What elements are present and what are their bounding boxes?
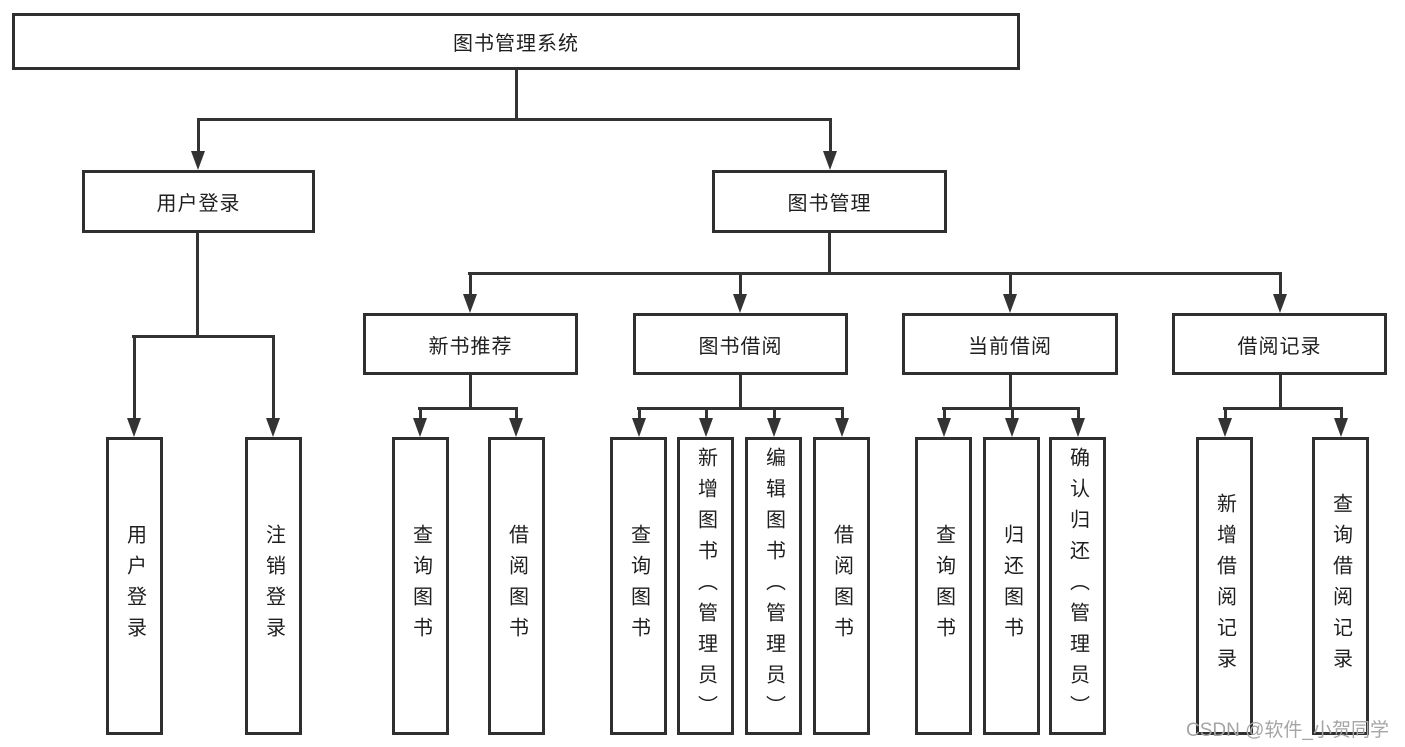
connector-line	[638, 407, 641, 419]
arrowhead-icon	[733, 294, 747, 313]
connector-line	[1279, 375, 1282, 410]
connector-line	[829, 118, 832, 152]
connector-line	[1011, 407, 1014, 419]
connector-line	[196, 233, 199, 338]
connector-line	[468, 272, 1282, 275]
leaf-edit-book-admin: 编辑图书（管理员）	[745, 437, 802, 735]
arrowhead-icon	[1273, 294, 1287, 313]
connector-line	[469, 272, 472, 296]
connector-line	[1340, 407, 1343, 419]
leaf-logout: 注销登录	[245, 437, 302, 735]
connector-line	[515, 70, 518, 121]
arrowhead-icon	[835, 418, 849, 437]
node-library-management-system: 图书管理系统	[12, 13, 1020, 70]
arrowhead-icon	[1071, 418, 1085, 437]
leaf-query-books-recommend: 查询图书	[392, 437, 449, 735]
connector-line	[197, 118, 832, 121]
leaf-query-borrow-record: 查询借阅记录	[1312, 437, 1369, 735]
arrowhead-icon	[699, 418, 713, 437]
connector-line	[739, 272, 742, 296]
node-book-management: 图书管理	[712, 170, 947, 233]
leaf-user-login: 用户登录	[106, 437, 163, 735]
arrowhead-icon	[823, 151, 837, 170]
arrowhead-icon	[509, 418, 523, 437]
node-new-book-recommendation: 新书推荐	[363, 313, 578, 375]
connector-line	[418, 407, 518, 410]
connector-line	[705, 407, 708, 419]
connector-line	[132, 335, 275, 338]
connector-line	[637, 407, 844, 410]
connector-line	[739, 375, 742, 410]
leaf-return-books: 归还图书	[983, 437, 1040, 735]
leaf-confirm-return-admin: 确认归还（管理员）	[1049, 437, 1106, 735]
leaf-borrow-books: 借阅图书	[813, 437, 870, 735]
arrowhead-icon	[413, 418, 427, 437]
node-user-login: 用户登录	[82, 170, 315, 233]
connector-line	[828, 233, 831, 275]
connector-line	[1223, 407, 1343, 410]
arrowhead-icon	[1334, 418, 1348, 437]
connector-line	[1009, 272, 1012, 296]
leaf-query-books-current: 查询图书	[915, 437, 972, 735]
connector-line	[1077, 407, 1080, 419]
arrowhead-icon	[767, 418, 781, 437]
arrowhead-icon	[191, 151, 205, 170]
leaf-add-book-admin: 新增图书（管理员）	[677, 437, 734, 735]
arrowhead-icon	[1005, 418, 1019, 437]
arrowhead-icon	[937, 418, 951, 437]
connector-line	[272, 335, 275, 419]
node-current-borrowing: 当前借阅	[902, 313, 1118, 375]
leaf-borrow-books-recommend: 借阅图书	[488, 437, 545, 735]
leaf-query-books-borrow: 查询图书	[610, 437, 667, 735]
connector-line	[515, 407, 518, 419]
arrowhead-icon	[1218, 418, 1232, 437]
connector-line	[419, 407, 422, 419]
arrowhead-icon	[632, 418, 646, 437]
node-borrowing-records: 借阅记录	[1172, 313, 1387, 375]
node-book-borrowing: 图书借阅	[633, 313, 848, 375]
arrowhead-icon	[463, 294, 477, 313]
connector-line	[1224, 407, 1227, 419]
csdn-watermark: CSDN @软件_小贺同学	[1186, 720, 1389, 741]
connector-line	[943, 407, 946, 419]
connector-line	[469, 375, 472, 410]
connector-line	[773, 407, 776, 419]
connector-line	[197, 118, 200, 152]
connector-line	[133, 335, 136, 419]
leaf-add-borrow-record: 新增借阅记录	[1196, 437, 1253, 735]
arrowhead-icon	[1003, 294, 1017, 313]
arrowhead-icon	[127, 418, 141, 437]
connector-line	[1009, 375, 1012, 410]
arrowhead-icon	[266, 418, 280, 437]
connector-line	[841, 407, 844, 419]
connector-line	[1279, 272, 1282, 296]
